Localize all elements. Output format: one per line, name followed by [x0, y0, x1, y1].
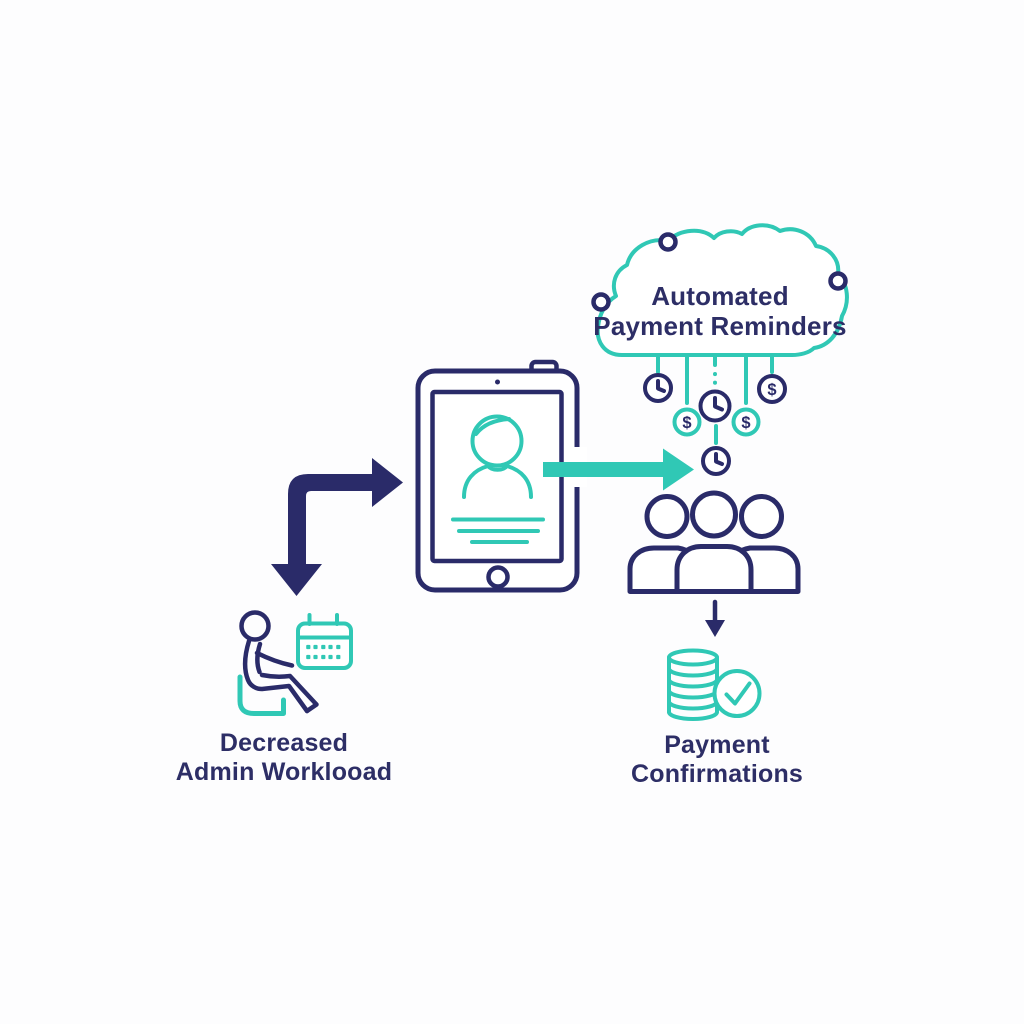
- seat-shape: [237, 674, 286, 716]
- down-arrow-icon: [705, 599, 725, 637]
- cloud-outline: [595, 223, 849, 357]
- seated-person-icon: [239, 610, 319, 714]
- right-arrow-icon: [543, 448, 694, 491]
- dollar-icon: $: [672, 407, 702, 437]
- clock-icon: [643, 373, 673, 403]
- tablet-camera-dot: [495, 379, 500, 385]
- calendar-icon: [296, 613, 353, 670]
- check-circle-icon: [712, 669, 762, 718]
- cloud-label-line2: Payment Reminders: [593, 311, 847, 341]
- dollar-glyph: $: [682, 414, 691, 432]
- payment-caption-line1: Payment: [664, 731, 770, 759]
- payment-confirmations-caption: Payment Confirmations: [567, 731, 867, 789]
- cloud-node-right: [828, 271, 848, 291]
- person-head-left: [644, 494, 690, 539]
- admin-workload-caption: Decreased Admin Worklooad: [134, 729, 434, 787]
- people-group-icon: [627, 490, 801, 594]
- coins-icon: [667, 648, 719, 721]
- clock-icon: [701, 446, 731, 476]
- reminder-icons: $ $ $: [643, 373, 787, 476]
- admin-caption-line2: Admin Worklooad: [175, 758, 393, 786]
- cloud-node-top: [658, 232, 678, 252]
- dollar-glyph: $: [741, 414, 750, 432]
- payment-confirmation-icon: [667, 648, 762, 721]
- clock-icon: [698, 389, 732, 423]
- profile-text-lines: [451, 517, 545, 544]
- user-avatar-icon: [462, 414, 533, 499]
- dollar-icon: $: [757, 374, 787, 404]
- cloud-icon: [591, 223, 849, 357]
- dollar-icon: $: [731, 407, 761, 437]
- down-right-elbow-arrow-icon: [271, 458, 403, 596]
- person-body-middle: [674, 544, 754, 594]
- cloud-label-line1: Automated: [651, 281, 789, 311]
- admin-caption-line1: Decreased: [219, 729, 349, 757]
- cloud-label: Automated Payment Reminders: [585, 281, 855, 341]
- dollar-glyph: $: [767, 381, 776, 399]
- person-head-middle: [690, 490, 738, 539]
- decreased-workload-icon: [237, 610, 353, 716]
- cloud-hanging-lines: [656, 354, 774, 445]
- payment-caption-line2: Confirmations: [630, 760, 804, 788]
- cloud-node-left: [591, 292, 611, 312]
- tablet-icon: [415, 359, 580, 593]
- person-head-right: [739, 494, 784, 539]
- calendar-dots: [306, 644, 341, 660]
- tablet-home-button: [486, 565, 510, 589]
